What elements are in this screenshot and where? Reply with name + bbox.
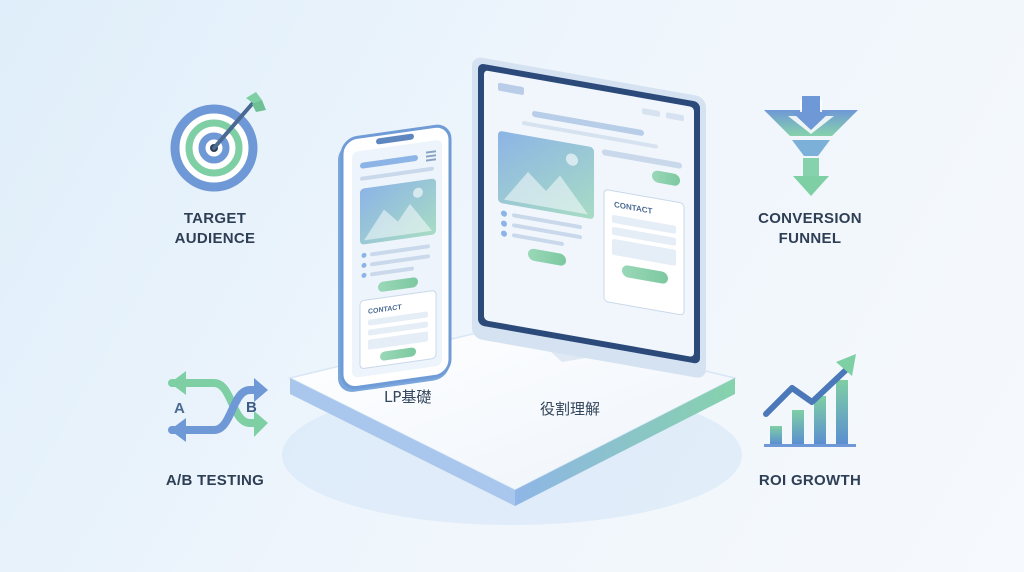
conversion-funnel-label: CONVERSION FUNNEL — [758, 210, 862, 247]
ab-letter-a: A — [174, 400, 185, 417]
phone-contact-heading: CONTACT — [368, 304, 402, 316]
smartphone-mockup: CONTACT — [338, 124, 452, 392]
desktop-monitor-mockup: CONTACT — [472, 57, 706, 378]
ab-testing-label: A/B TESTING — [165, 472, 265, 489]
platform-label-lp-basics: LP基礎 — [384, 388, 432, 406]
ab-letter-b: B — [246, 399, 257, 416]
growth-chart-icon — [763, 354, 856, 447]
ab-swap-arrows-icon: A B — [168, 371, 268, 442]
roi-growth-label: ROI GROWTH — [758, 472, 862, 489]
target-audience-label: TARGET AUDIENCE — [174, 210, 256, 247]
funnel-icon — [764, 96, 858, 196]
platform-label-role-understanding: 役割理解 — [540, 400, 601, 418]
target-arrow-icon — [170, 92, 266, 192]
